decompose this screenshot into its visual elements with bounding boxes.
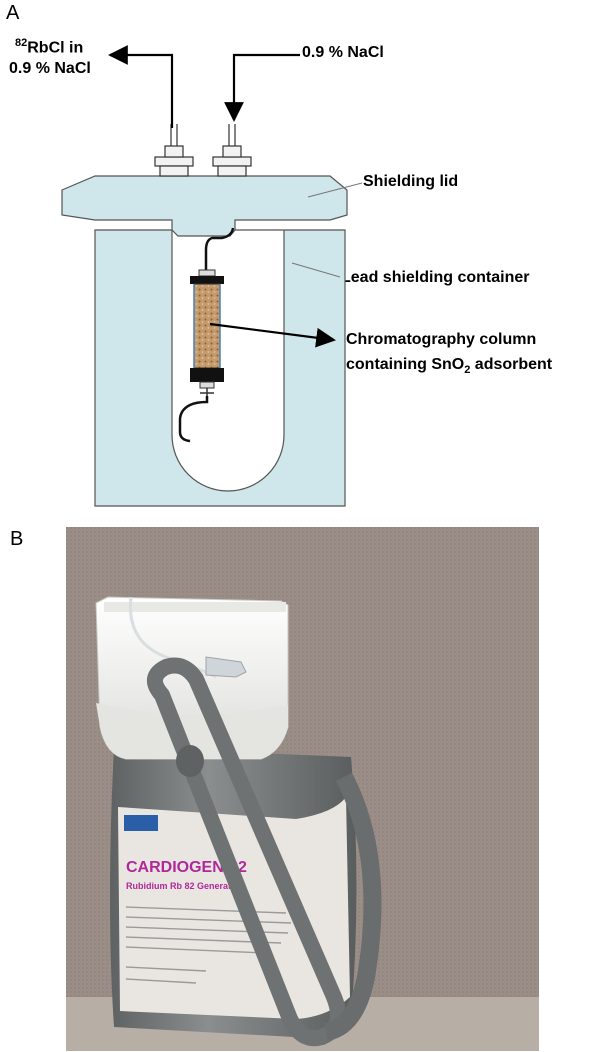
container-leader (291, 262, 341, 278)
panel-b-letter: B (10, 528, 24, 550)
outlet-label-line2: 0.9 % NaCl (9, 60, 91, 77)
product-name: CARDIOGEN-82 (126, 859, 247, 876)
outlet-label: 82RbCl in (15, 33, 83, 58)
outlet-port (154, 124, 194, 177)
inlet-port (212, 124, 252, 177)
panel-a-letter: A (6, 2, 20, 24)
shielding-lid-shape (61, 175, 348, 237)
lead-container-label: Lead shielding container (341, 269, 530, 286)
inlet-tubing (204, 227, 235, 272)
product-subtitle: Rubidium Rb 82 Generator (126, 881, 241, 891)
outlet-tubing (178, 396, 209, 443)
outlet-label-line1: RbCl in (27, 39, 84, 57)
column-label-line2: containing SnO2 adsorbent (346, 356, 553, 377)
column-arrow (209, 322, 336, 348)
column-label-line1: Chromatography column (346, 331, 537, 348)
generator-photo-illustration: CARDIOGEN-82 Rubidium Rb 82 Generator (66, 527, 539, 1051)
inlet-label: 0.9 % NaCl (302, 44, 384, 61)
lead-container-shape (94, 229, 346, 507)
chromatography-column (190, 269, 224, 396)
generator-photo: CARDIOGEN-82 Rubidium Rb 82 Generator (66, 527, 539, 1051)
generator-diagram (61, 45, 363, 507)
inlet-arrow (224, 53, 300, 122)
shielding-lid-label: Shielding lid (363, 173, 459, 190)
outlet-label-superscript: 82 (15, 37, 28, 49)
lid-leader (307, 182, 363, 198)
outlet-arrow (108, 45, 174, 128)
